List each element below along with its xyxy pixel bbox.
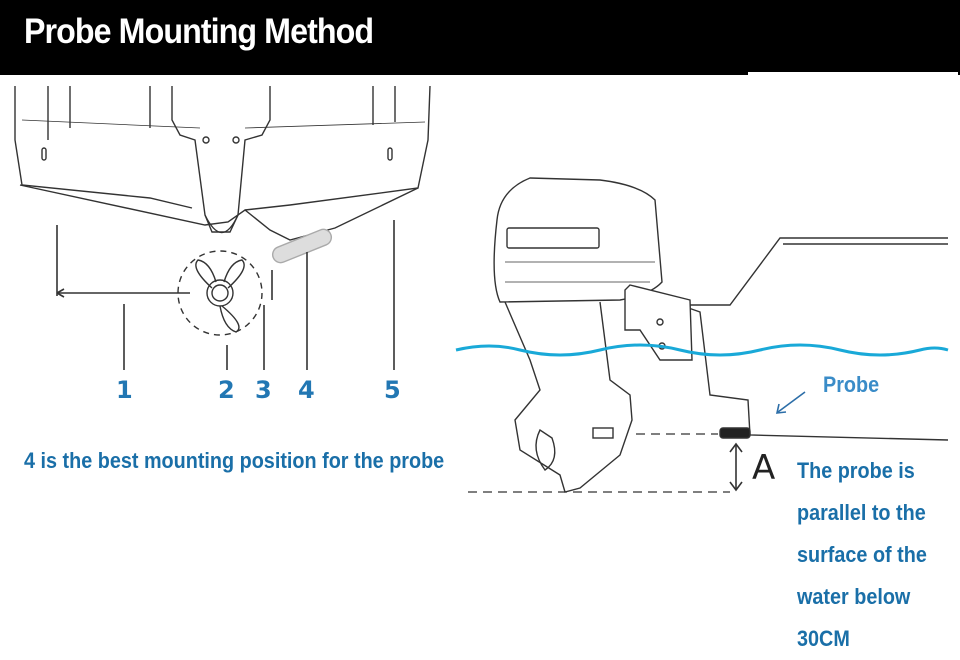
description-line: surface of the <box>797 542 927 567</box>
rear-view-leaders <box>56 220 395 370</box>
description-line: The probe is <box>797 458 915 483</box>
rear-view-boat <box>14 85 431 336</box>
distance-arrow <box>729 442 743 492</box>
position-number-2: 2 <box>218 376 235 404</box>
mounting-caption: 4 is the best mounting position for the … <box>24 448 445 473</box>
probe-description: The probe is parallel to the surface of … <box>797 450 927 660</box>
position-number-1: 1 <box>116 376 133 404</box>
position-number-4: 4 <box>298 376 315 404</box>
side-view-boat <box>493 177 949 493</box>
probe-pointer-arrow <box>775 391 806 414</box>
page-title: Probe Mounting Method <box>24 12 374 51</box>
distance-label: A <box>752 448 776 488</box>
description-line: 30CM <box>797 626 850 651</box>
description-line: water below <box>797 584 911 609</box>
water-line <box>455 343 949 357</box>
description-line: parallel to the <box>797 500 926 525</box>
header-divider <box>748 72 958 76</box>
position-number-3: 3 <box>255 376 272 404</box>
position-number-5: 5 <box>384 376 401 404</box>
probe-label: Probe <box>823 372 880 397</box>
header-bar: Probe Mounting Method <box>0 0 960 75</box>
mounting-diagram <box>14 85 949 493</box>
